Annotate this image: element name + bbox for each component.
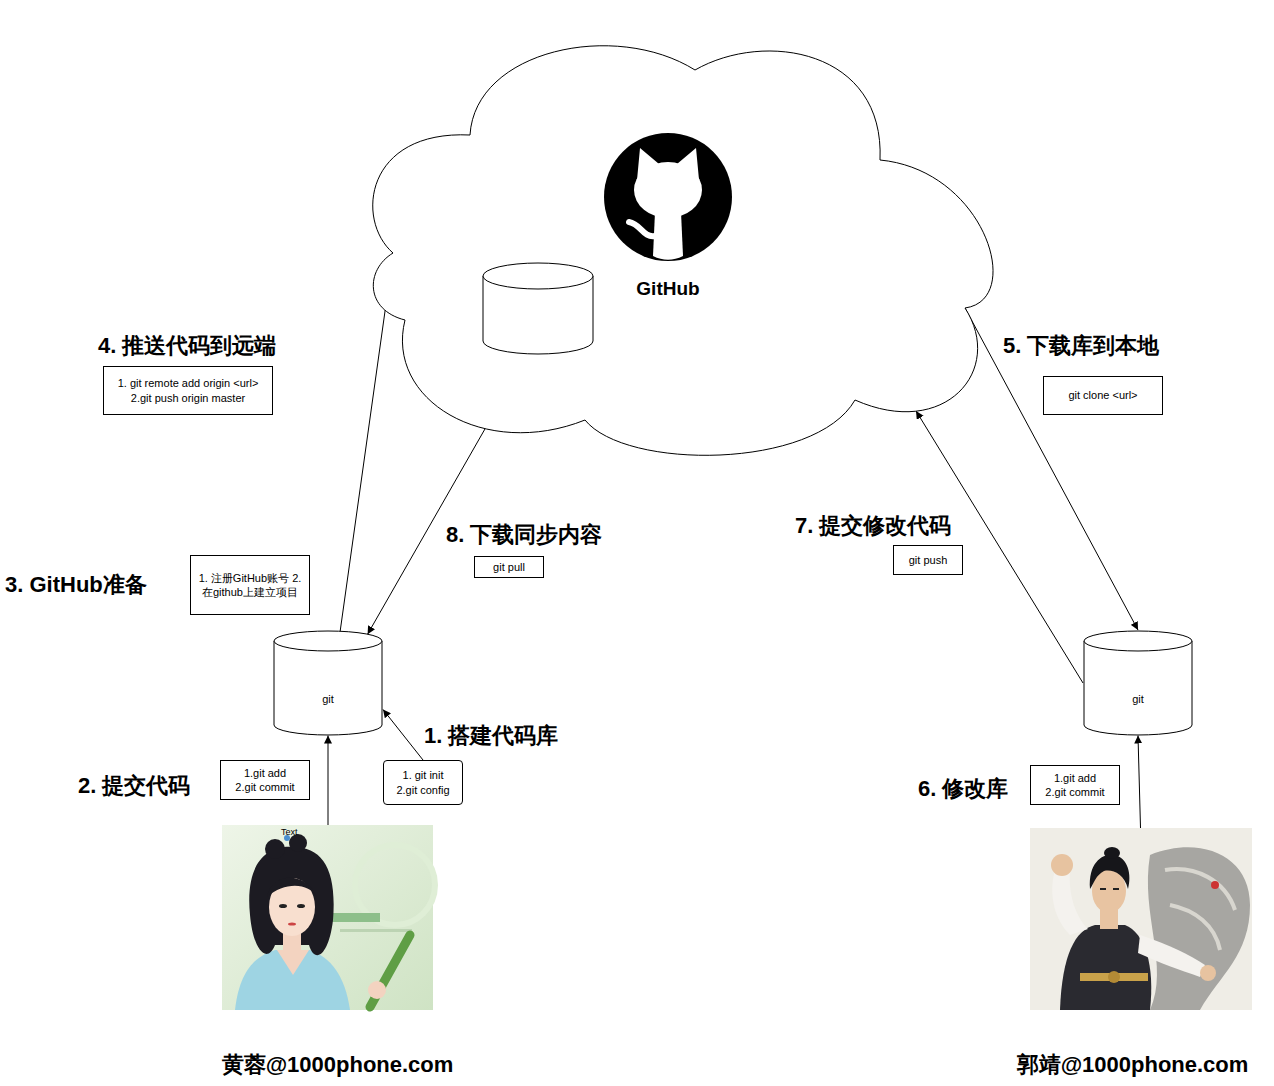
command-text: 1. git init 2.git config — [394, 768, 452, 797]
command-box: 1.git add 2.git commit — [220, 760, 310, 800]
command-box: 1.git add 2.git commit — [1030, 765, 1120, 805]
portrait-illustration — [205, 825, 470, 1080]
step-heading: 8. 下载同步内容 — [446, 521, 602, 549]
command-box: 1. git remote add origin <url> 2.git pus… — [103, 366, 273, 415]
step-heading: 3. GitHub准备 — [5, 571, 147, 599]
logo-wordmark: GitHub — [608, 278, 728, 300]
command-text: 1. 注册GitHub账号 2.在github上建立项目 — [196, 571, 304, 600]
command-text: 1.git add 2.git commit — [1044, 771, 1106, 800]
flow-arrow — [383, 710, 423, 761]
step-heading: 4. 推送代码到远端 — [98, 332, 276, 360]
image-tag: Text — [281, 827, 298, 838]
command-text: git pull — [493, 560, 525, 574]
command-text: 1.git add 2.git commit — [234, 766, 296, 795]
command-box: git push — [893, 545, 963, 575]
step-heading: 6. 修改库 — [918, 775, 1008, 803]
command-box: 1. 注册GitHub账号 2.在github上建立项目 — [190, 555, 310, 615]
person-email: 黄蓉@1000phone.com — [205, 1051, 470, 1079]
developer-portrait: 黄蓉@1000phone.com — [205, 825, 470, 1080]
step-heading: 1. 搭建代码库 — [424, 722, 558, 750]
repository-cylinder: git — [273, 630, 383, 736]
developer-portrait: 郭靖@1000phone.com — [1000, 825, 1265, 1080]
cylinder-shape — [273, 630, 383, 736]
github-cloud: GitHub — [365, 40, 1005, 460]
command-box: git pull — [474, 556, 544, 578]
repo-label: git — [1083, 692, 1193, 706]
cylinder-shape — [1083, 630, 1193, 736]
command-text: git push — [909, 553, 948, 567]
repository-cylinder: git — [1083, 630, 1193, 736]
command-box: 1. git init 2.git config — [383, 760, 463, 805]
step-heading: 2. 提交代码 — [78, 772, 190, 800]
command-text: git clone <url> — [1068, 388, 1137, 402]
repo-label: git — [273, 692, 383, 706]
command-text: 1. git remote add origin <url> 2.git pus… — [110, 376, 266, 405]
portrait-illustration — [1000, 825, 1265, 1080]
step-heading: 5. 下载库到本地 — [1003, 332, 1159, 360]
person-email: 郭靖@1000phone.com — [1000, 1051, 1265, 1079]
flow-arrow — [328, 736, 329, 826]
step-heading: 7. 提交修改代码 — [795, 512, 951, 540]
cloud-shape — [365, 40, 1005, 460]
flow-arrow — [1138, 736, 1141, 829]
command-box: git clone <url> — [1043, 376, 1163, 415]
